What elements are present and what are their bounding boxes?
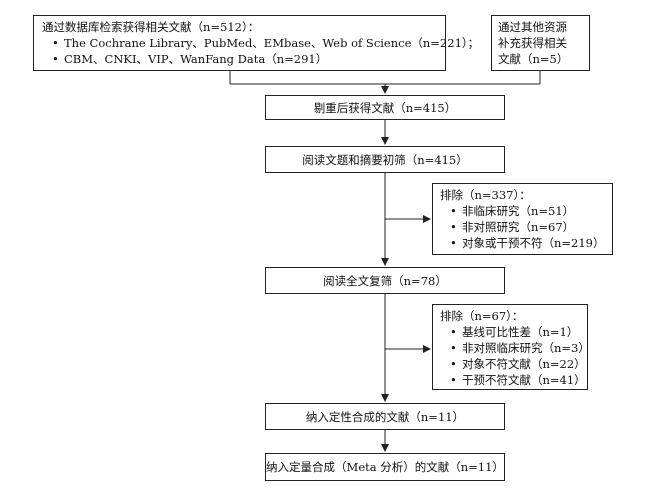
exclusion-1-item: 对象或干预不符（n=219） (440, 235, 605, 251)
other-sources-line: 通过其他资源 (498, 20, 567, 34)
dedup-box: 剔重后获得文献（n=415） (265, 95, 505, 120)
database-search-item: The Cochrane Library、PubMed、EMbase、Web o… (42, 35, 479, 51)
title-abstract-screening-label: 阅读文题和摘要初筛（n=415） (302, 152, 468, 167)
fulltext-screening-label: 阅读全文复筛（n=78） (323, 273, 447, 288)
fulltext-screening-box: 阅读全文复筛（n=78） (265, 267, 505, 294)
other-sources-box: 通过其他资源 补充获得相关 文献（n=5） (491, 15, 590, 71)
exclusion-2-item: 基线可比性差（n=1） (440, 324, 580, 340)
title-abstract-screening-box: 阅读文题和摘要初筛（n=415） (265, 146, 505, 173)
database-search-box: 通过数据库检索获得相关文献（n=512）： The Cochrane Libra… (33, 15, 479, 71)
quantitative-synthesis-label: 纳入定量合成（Meta 分析）的文献（n=11） (266, 460, 504, 474)
dedup-label: 剔重后获得文献（n=415） (313, 100, 457, 115)
exclusion-2-item: 非对照临床研究（n=3） (440, 340, 590, 356)
exclusion-box-1: 排除（n=337）： 非临床研究（n=51） 非对照研究（n=67） 对象或干预… (432, 183, 613, 255)
database-search-item: CBM、CNKI、VIP、WanFang Data（n=291） (42, 51, 437, 67)
qualitative-synthesis-label: 纳入定性合成的文献（n=11） (305, 409, 465, 424)
other-sources-line: 补充获得相关 (498, 36, 567, 50)
qualitative-synthesis-box: 纳入定性合成的文献（n=11） (265, 403, 505, 430)
exclusion-1-item: 非临床研究（n=51） (440, 203, 605, 219)
database-search-title: 通过数据库检索获得相关文献（n=512）： (42, 20, 260, 34)
other-sources-line: 文献（n=5） (498, 52, 569, 66)
exclusion-1-title: 排除（n=337）： (440, 188, 531, 202)
quantitative-synthesis-box: 纳入定量合成（Meta 分析）的文献（n=11） (265, 453, 505, 481)
exclusion-2-item: 干预不符文献（n=41） (440, 372, 586, 388)
exclusion-1-item: 非对照研究（n=67） (440, 219, 605, 235)
exclusion-2-title: 排除（n=67）： (440, 309, 524, 323)
exclusion-box-2: 排除（n=67）： 基线可比性差（n=1） 非对照临床研究（n=3） 对象不符文… (432, 304, 590, 390)
exclusion-2-item: 对象不符文献（n=22） (440, 356, 586, 372)
